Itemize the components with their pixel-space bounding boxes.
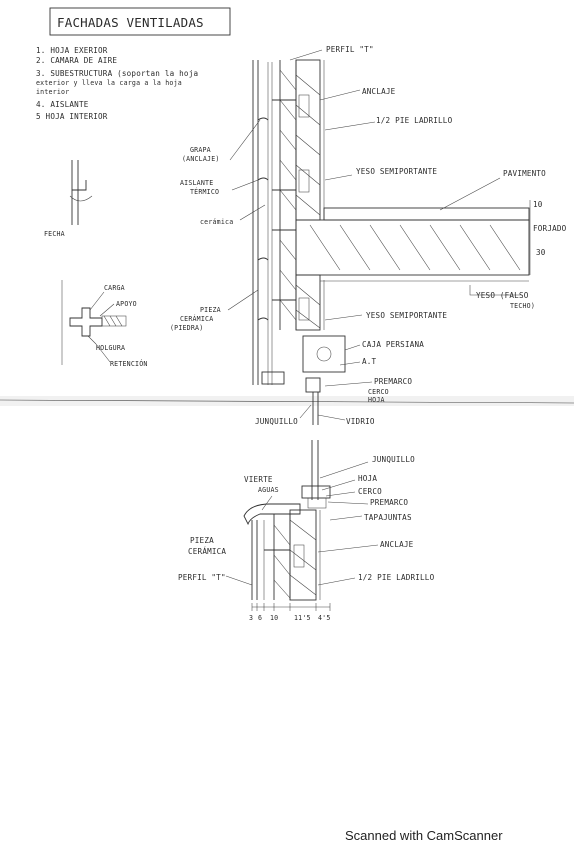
label-pie-ladrillo: 1/2 PIE LADRILLO: [376, 116, 453, 125]
labels-top: PERFIL "T" ANCLAJE 1/2 PIE LADRILLO GRAP…: [170, 45, 567, 426]
label-apoyo: APOYO: [116, 300, 137, 308]
brick-leaf-lower: [295, 274, 321, 331]
blind-roll: [316, 346, 332, 362]
label-grapa: GRAPA: [190, 146, 211, 154]
dim-label: 4'5: [318, 614, 331, 622]
label-carga: CARGA: [104, 284, 125, 292]
label-dim-30: 30: [536, 248, 546, 257]
insulation-hatch: [279, 69, 297, 321]
leader-lines-top: [227, 49, 531, 421]
label-pavimento: PAVIMENTO: [503, 169, 546, 178]
label-cerco: CERCO: [368, 388, 389, 396]
label-pieza: PIEZA: [200, 306, 221, 314]
dim-label: 10: [270, 614, 278, 622]
label-hoja: HOJA: [368, 396, 385, 404]
blind-box: [302, 335, 346, 373]
label-pieza-sub: CERÁMICA: [180, 314, 213, 323]
label-aguas: AGUAS: [258, 486, 279, 494]
label-yeso-semiportante: YESO SEMIPORTANTE: [356, 167, 437, 176]
detail-fecha: FECHA: [44, 160, 93, 238]
legend-item: 1. HOJA EXERIOR: [36, 46, 108, 55]
brick-cell: [293, 544, 305, 568]
title-box: [49, 7, 231, 36]
label-aislante-sub: TÉRMICO: [190, 187, 219, 196]
label-junquillo: JUNQUILLO: [255, 417, 298, 426]
label-tapajuntas: TAPAJUNTAS: [364, 513, 412, 522]
legend-item: exterior y lleva la carga a la hoja: [36, 79, 182, 87]
window-frame: [305, 377, 321, 393]
scanner-watermark: Scanned with CamScanner: [345, 828, 503, 843]
label-vierte: VIERTE: [244, 475, 273, 484]
label-holgura: HOLGURA: [96, 344, 125, 352]
brick-hatch: [295, 74, 321, 329]
legend-item: 3. SUBESTRUCTURA (soportan la hoja: [36, 69, 198, 78]
legend: 1. HOJA EXERIOR 2. CAMARA DE AIRE 3. SUB…: [36, 46, 198, 121]
dim-label: 11'5: [294, 614, 311, 622]
label-dim-10: 10: [533, 200, 543, 209]
legend-item: 4. AISLANTE: [36, 100, 89, 109]
label-hoja-b: HOJA: [358, 474, 377, 483]
label-fecha: FECHA: [44, 230, 65, 238]
label-ceramica: cerámica: [200, 218, 233, 226]
labels-bottom: JUNQUILLO VIERTE AGUAS HOJA CERCO PREMAR…: [178, 455, 435, 582]
label-yeso-semiportante-2: YESO SEMIPORTANTE: [366, 311, 447, 320]
label-vidrio: VIDRIO: [346, 417, 375, 426]
label-caja-persiana: CAJA PERSIANA: [362, 340, 424, 349]
label-cerco-b: CERCO: [358, 487, 382, 496]
scan-fold: [0, 396, 574, 406]
brick-cell: [298, 297, 310, 321]
sill-element: [261, 371, 285, 385]
top-wall-section: [252, 59, 530, 425]
label-premarco: PREMARCO: [374, 377, 412, 386]
label-grapa-sub: (ANCLAJE): [182, 155, 220, 163]
label-yeso-falso: YESO (FALSO: [476, 291, 529, 300]
label-at: A.T: [362, 357, 377, 366]
label-forjado: FORJADO: [533, 224, 567, 233]
label-pieza-sub2: (PIEDRA): [170, 324, 203, 332]
label-pie-ladrillo-b: 1/2 PIE LADRILLO: [358, 573, 435, 582]
bottom-sill-section: [243, 440, 331, 611]
label-anclaje: ANCLAJE: [362, 87, 396, 96]
label-premarco-b: PREMARCO: [370, 498, 408, 507]
brick-cell: [298, 169, 310, 193]
label-aislante: AISLANTE: [180, 179, 213, 187]
label-anclaje-b: ANCLAJE: [380, 540, 414, 549]
scan-fold-line: [0, 399, 574, 404]
vierte-aguas: [243, 503, 301, 526]
label-retencion: RETENCIÓN: [110, 359, 148, 368]
legend-item: interior: [36, 88, 69, 96]
sill-premarco: [307, 497, 327, 509]
cladding-clips: [257, 117, 269, 321]
dimension-labels: 3 6 10 11'5 4'5: [249, 614, 331, 622]
dim-label: 6: [258, 614, 262, 622]
forjado-slab: [295, 219, 530, 276]
label-pieza-sub-b: CERÁMICA: [188, 547, 226, 556]
sill-frame: [301, 485, 331, 499]
label-perfil-t-b: PERFIL "T": [178, 573, 226, 582]
label-junquillo-b: JUNQUILLO: [372, 455, 415, 464]
detail-carga: CARGA APOYO HOLGURA RETENCIÓN: [61, 280, 148, 368]
dim-label: 3: [249, 614, 253, 622]
label-techo: TECHO): [510, 302, 535, 310]
brick-leaf-upper: [295, 59, 321, 221]
leader-lines-bottom: [225, 461, 379, 586]
brick-cell: [298, 94, 310, 118]
bottom-brick-leaf: [289, 509, 317, 601]
legend-item: 5 HOJA INTERIOR: [36, 112, 108, 121]
label-pieza-b: PIEZA: [190, 536, 214, 545]
legend-item: 2. CAMARA DE AIRE: [36, 56, 117, 65]
anchor-rods: [272, 99, 296, 301]
page-title: FACHADAS VENTILADAS: [57, 15, 204, 30]
forjado-hatch: [309, 224, 521, 271]
pavement-layer: [323, 207, 530, 221]
label-perfil-t: PERFIL "T": [326, 45, 374, 54]
